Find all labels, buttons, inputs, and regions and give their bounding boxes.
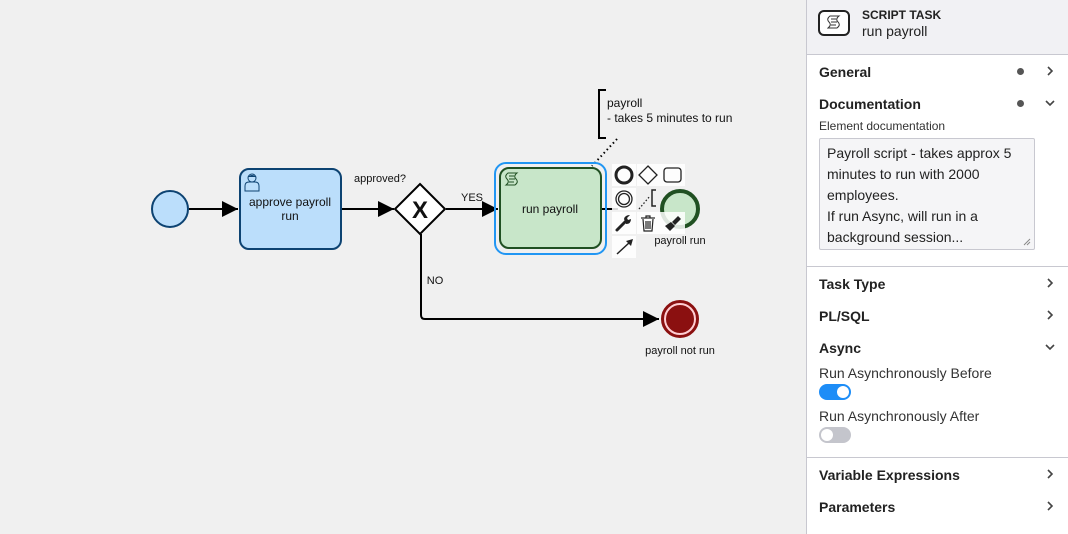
async-before-label: Run Asynchronously Before (819, 365, 992, 381)
paintbrush-icon[interactable] (665, 216, 681, 231)
chevron-down-icon (1045, 344, 1055, 351)
text-annotation[interactable]: payroll - takes 5 minutes to run (598, 89, 732, 139)
association-dotted[interactable] (591, 138, 618, 167)
group-documentation-header[interactable]: Documentation (807, 87, 1068, 119)
toggle-knob (837, 386, 849, 398)
diagram-canvas[interactable]: approve payroll run X approved? YES NO p… (0, 0, 806, 534)
chevron-right-icon (1047, 310, 1054, 320)
script-icon (818, 10, 850, 36)
chevron-right-icon (1047, 501, 1054, 511)
gateway-x-marker: X (412, 197, 428, 224)
group-title: General (819, 64, 872, 80)
panel-header: SCRIPT TASK run payroll (807, 0, 1068, 55)
group-title: Parameters (819, 499, 896, 515)
group-title: Variable Expressions (819, 467, 960, 483)
group-task-type-etc: Task Type PL/SQL Async Run Asynchronousl… (807, 267, 1068, 458)
async-before-toggle[interactable] (819, 384, 851, 400)
group-variables: Variable Expressions Parameters (807, 458, 1068, 522)
resize-grip-icon[interactable] (1023, 238, 1031, 246)
group-parameters-header[interactable]: Parameters (807, 490, 1068, 522)
user-task-label-line1: approve payroll (249, 195, 331, 209)
user-icon (244, 173, 260, 192)
group-general-header[interactable]: General (807, 55, 1068, 87)
annotation-line2: - takes 5 minutes to run (607, 111, 732, 125)
chevron-right-icon (1047, 66, 1054, 76)
end-event-payroll-not-run[interactable] (661, 300, 699, 338)
wrench-icon[interactable] (615, 215, 631, 232)
group-variable-expressions-header[interactable]: Variable Expressions (807, 458, 1068, 490)
documentation-field-label: Element documentation (819, 119, 946, 133)
group-async-header[interactable]: Async (807, 331, 1068, 363)
element-type: SCRIPT TASK (862, 8, 942, 22)
properties-panel: SCRIPT TASK run payroll General Document… (806, 0, 1068, 534)
data-indicator-dot (1017, 100, 1024, 107)
gateway-label: approved? (354, 173, 406, 185)
flow-no-label: NO (427, 275, 444, 287)
group-documentation: Documentation Element documentation Payr… (807, 87, 1068, 267)
trash-icon[interactable] (641, 215, 655, 232)
async-after-toggle[interactable] (819, 427, 851, 443)
element-name: run payroll (862, 23, 928, 39)
data-indicator-dot (1017, 68, 1024, 75)
annotation-line1: payroll (607, 96, 642, 110)
group-title: PL/SQL (819, 308, 870, 324)
group-general: General (807, 55, 1068, 87)
context-pad (612, 164, 700, 258)
selection-outline (494, 162, 607, 255)
user-task-approve-payroll[interactable]: approve payroll run (239, 168, 342, 250)
group-title: Documentation (819, 96, 921, 112)
append-gateway-icon[interactable] (638, 165, 658, 185)
append-task-icon[interactable] (663, 167, 682, 183)
group-plsql-header[interactable]: PL/SQL (807, 299, 1068, 331)
script-icon (504, 172, 519, 186)
append-text-annotation-icon[interactable] (638, 189, 656, 210)
chevron-down-icon (1045, 100, 1055, 107)
script-task-label: run payroll (522, 202, 578, 216)
documentation-text: Payroll script - takes approx 5 minutes … (827, 145, 1012, 245)
documentation-textarea[interactable]: Payroll script - takes approx 5 minutes … (819, 138, 1035, 250)
sequence-flow-no[interactable] (420, 234, 659, 327)
connect-arrow-icon[interactable] (616, 239, 633, 255)
group-task-type-header[interactable]: Task Type (807, 267, 1068, 299)
start-event[interactable] (151, 190, 189, 228)
append-end-event-icon[interactable] (614, 165, 634, 185)
script-task-run-payroll[interactable]: run payroll (494, 162, 607, 255)
group-title: Async (819, 340, 862, 356)
async-after-label: Run Asynchronously After (819, 408, 980, 424)
group-title: Task Type (819, 276, 886, 292)
user-task-label-line2: run (281, 209, 298, 223)
end-event-not-run-label: payroll not run (645, 345, 715, 357)
toggle-knob (821, 429, 833, 441)
flow-yes-label: YES (461, 192, 483, 204)
end-event-run-label: payroll run (654, 235, 705, 247)
exclusive-gateway[interactable]: X (393, 182, 447, 236)
chevron-right-icon (1047, 278, 1054, 288)
append-intermediate-event-icon[interactable] (615, 190, 633, 208)
chevron-right-icon (1047, 469, 1054, 479)
